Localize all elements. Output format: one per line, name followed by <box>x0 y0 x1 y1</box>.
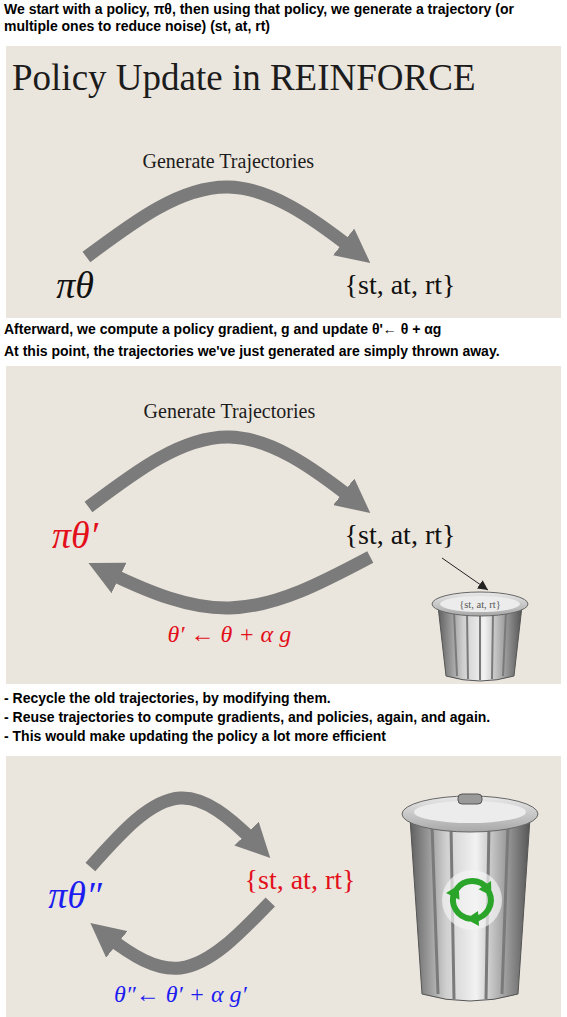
trajectory-node: {st, at, rt} <box>341 267 460 303</box>
trash-can-lid-top <box>440 596 520 612</box>
leader-line <box>442 558 488 590</box>
policy-node: πθ″ <box>44 871 106 919</box>
recycle-backdrop <box>442 870 502 930</box>
recycle-trash-can <box>402 794 538 1001</box>
recycle-arrow <box>446 892 478 920</box>
cycle-arrow <box>90 902 270 968</box>
trajectory-node: {st, at, rt} <box>241 862 360 898</box>
trash-can-lid <box>432 592 528 616</box>
trash-can-ridge <box>467 612 468 679</box>
trash-can-ridge <box>492 612 493 679</box>
explanation-text: We start with a policy, πθ, then using t… <box>4 1 563 35</box>
slide-panel <box>6 46 561 318</box>
explanation-text: Afterward, we compute a policy gradient,… <box>4 321 441 338</box>
recycle-symbol <box>440 871 497 926</box>
recycle-arrowhead <box>478 881 497 900</box>
explanation-text: - This would make updating the policy a … <box>4 728 386 745</box>
formula-text: {st, at, rt} <box>345 269 456 301</box>
formula-text: πθ″ <box>48 873 102 917</box>
explanation-text: At this point, the trajectories we've ju… <box>4 343 500 360</box>
update-formula: θ′ ← θ + α g <box>168 621 292 648</box>
trash-can-ridge <box>432 826 438 994</box>
lid-note: {st, at, rt} <box>459 598 501 611</box>
trash-can-ridge <box>454 612 457 676</box>
cycle-arrow <box>88 557 370 608</box>
trash-can-body <box>410 818 530 1001</box>
formula-text: {st, at, rt} <box>245 864 356 896</box>
cycle-arrow <box>90 798 270 867</box>
arrow-label: Generate Trajectories <box>144 400 316 423</box>
trash-can-body <box>438 606 522 681</box>
cycle-arrow <box>86 187 370 263</box>
policy-node: πθ <box>52 261 98 309</box>
trash-can-handle <box>458 794 482 804</box>
slide-panel <box>6 756 561 1017</box>
formula-text: πθ <box>56 263 94 307</box>
trash-can <box>432 592 528 681</box>
cycle-arrow <box>88 437 370 513</box>
explanation-text: - Reuse trajectories to compute gradient… <box>4 709 490 726</box>
slide-title: Policy Update in REINFORCE <box>12 56 476 100</box>
formula-text: πθ′ <box>52 513 98 557</box>
slide-panel <box>6 366 561 684</box>
trash-can-ridge <box>503 612 506 676</box>
trash-can-ridge <box>502 826 508 994</box>
explanation-text: - Recycle the old trajectories, by modif… <box>4 690 331 707</box>
trajectory-node: {st, at, rt} <box>341 517 460 553</box>
arrow-label: Generate Trajectories <box>143 150 315 173</box>
policy-node: πθ′ <box>48 511 102 559</box>
update-formula: θ″← θ′ + α g′ <box>114 981 247 1008</box>
trash-can-ridge <box>479 612 481 680</box>
formula-text: {st, at, rt} <box>345 519 456 551</box>
